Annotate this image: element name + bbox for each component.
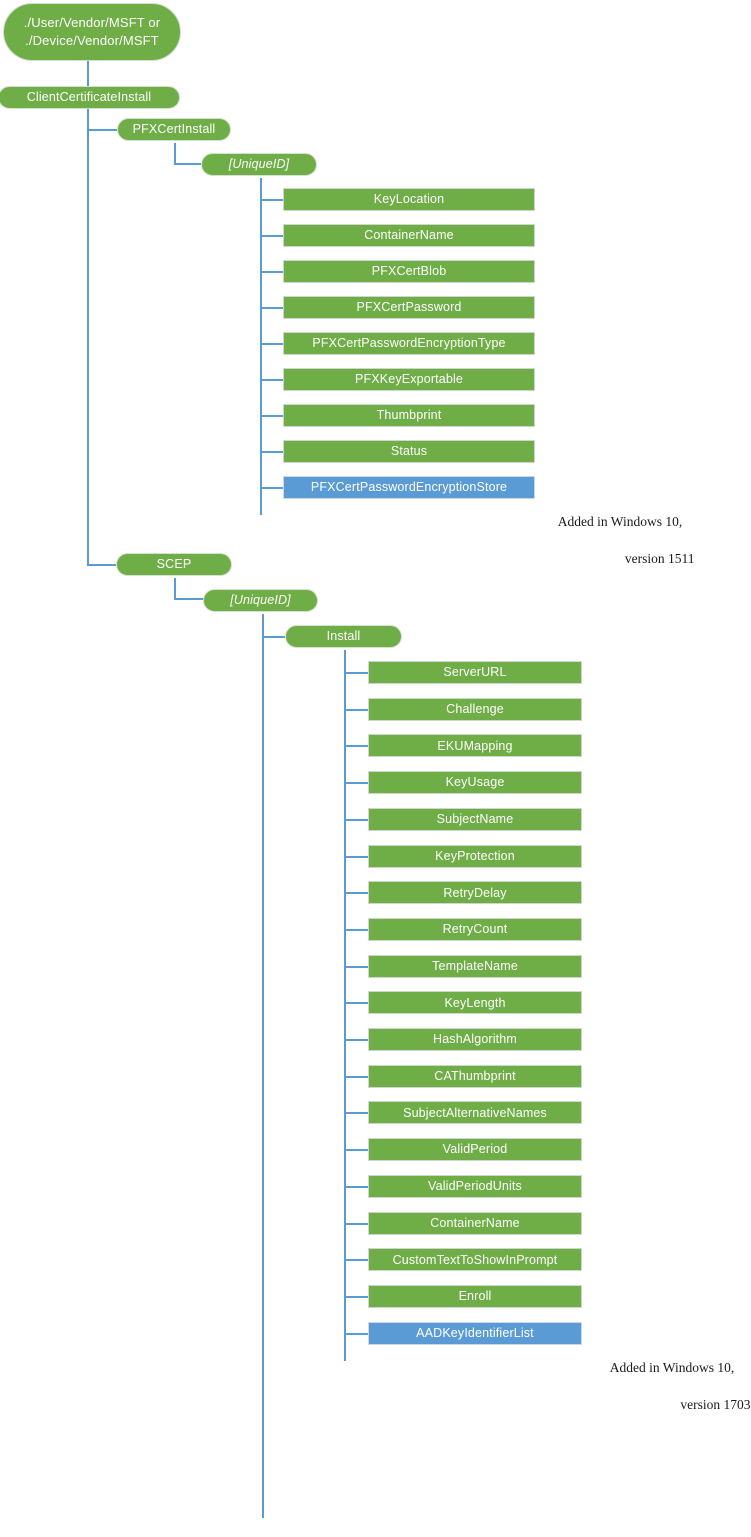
connector-stub [260,379,283,381]
connector-stub [260,451,283,453]
connector-cci-to-scep [87,564,116,566]
node-install: Install [285,625,402,648]
connector-stub [344,1332,368,1335]
node-leaf-serverurl: ServerURL [368,661,582,684]
connector-install-trunk [344,650,346,1361]
connector-stub [260,199,283,201]
node-leaf-cathumbprint: CAThumbprint [368,1064,582,1088]
connector-stub [344,1222,368,1225]
connector-stub [344,818,368,821]
node-leaf-templatename: TemplateName [368,954,582,978]
connector-stub [344,1002,368,1005]
annotation-pfxcertpasswordencryptionstore: Added in Windows 10, version 1511 [557,514,695,566]
node-leaf-keylocation: KeyLocation [283,188,535,211]
connector-stub [344,672,368,674]
node-leaf-pfxcertblob: PFXCertBlob [283,260,535,283]
connector-stub [344,892,368,895]
connector-root-to-clientcertificateinstall [87,60,89,86]
node-leaf-retrydelay: RetryDelay [368,881,582,905]
connector-stub [344,1039,368,1041]
annotation-aadkeyidentifierlist: Added in Windows 10, version 1703 [609,1360,751,1412]
connector-stub [344,1149,368,1152]
connector-stub [260,307,283,309]
connector-stub [260,487,283,489]
node-leaf-aadkeyidentifierlist: AADKeyIdentifierList [368,1321,582,1345]
connector-stub [260,271,283,273]
node-leaf-retrycount: RetryCount [368,917,582,941]
node-root: ./User/Vendor/MSFT or./Device/Vendor/MSF… [3,3,181,61]
connector-pfxcertinstall-trunk [174,143,176,165]
node-leaf-validperiodunits: ValidPeriodUnits [368,1174,582,1198]
node-leaf-keyprotection: KeyProtection [368,844,582,868]
connector-stub [344,965,368,968]
connector-stub [344,855,368,858]
connector-pfxcertinstall-to-uniqueid [174,163,201,165]
node-pfxcertinstall: PFXCertInstall [117,118,231,141]
node-leaf-customtexttoshowinprompt: CustomTextToShowInPrompt [368,1248,582,1272]
node-leaf-validperiod: ValidPeriod [368,1138,582,1162]
connector-stub [344,1112,368,1115]
node-leaf-challenge: Challenge [368,697,582,721]
node-leaf-pfxcertpasswordencryptionstore: PFXCertPasswordEncryptionStore [283,476,535,499]
node-leaf-containername: ContainerName [283,224,535,247]
node-root-text: ./User/Vendor/MSFT or./Device/Vendor/MSF… [23,15,161,48]
node-leaf-ekumapping: EKUMapping [368,734,582,758]
connector-pfx-uniqueid-trunk [260,178,262,515]
node-pfx-uniqueid: [UniqueID] [201,153,317,176]
node-clientcertificateinstall: ClientCertificateInstall [0,86,180,109]
node-leaf-subjectname: SubjectName [368,807,582,831]
connector-stub [344,1185,368,1188]
connector-stub [344,928,368,931]
connector-scep-trunk [174,578,176,600]
node-leaf-status: Status [283,440,535,463]
connector-stub [344,708,368,711]
connector-cci-to-pfxcertinstall [87,129,117,131]
node-leaf-pfxkeyexportable: PFXKeyExportable [283,368,535,391]
node-leaf-subjectalternativenames: SubjectAlternativeNames [368,1101,582,1125]
connector-stub [260,235,283,237]
connector-stub [344,1295,368,1298]
connector-scep-uniqueid-to-install [262,636,285,638]
connector-stub [260,343,283,345]
connector-cci-trunk [87,108,89,565]
node-scep-uniqueid: [UniqueID] [203,589,318,612]
node-leaf-containername: ContainerName [368,1211,582,1235]
connector-stub [344,1259,368,1262]
node-leaf-keylength: KeyLength [368,991,582,1015]
connector-stub [260,415,283,417]
connector-stub [344,745,368,748]
node-leaf-enroll: Enroll [368,1284,582,1308]
connector-stub [344,782,368,785]
node-scep: SCEP [116,553,232,576]
connector-stub [344,1075,368,1078]
node-leaf-pfxcertpassword: PFXCertPassword [283,296,535,319]
node-leaf-keyusage: KeyUsage [368,771,582,795]
node-leaf-hashalgorithm: HashAlgorithm [368,1028,582,1051]
connector-scep-uniqueid-trunk [262,614,264,1518]
connector-scep-to-uniqueid [174,598,204,600]
node-leaf-thumbprint: Thumbprint [283,404,535,427]
node-leaf-pfxcertpasswordencryptiontype: PFXCertPasswordEncryptionType [283,332,535,355]
